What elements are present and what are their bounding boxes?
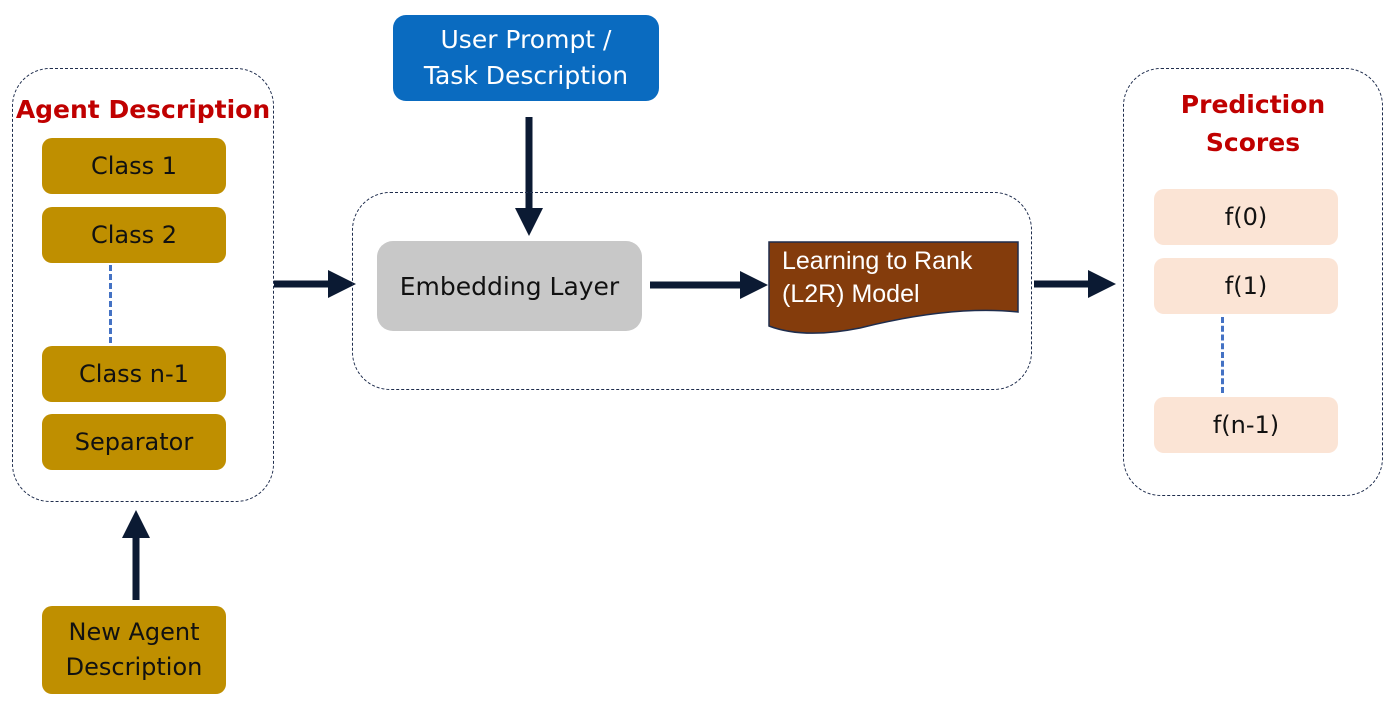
l2r-line1: Learning to Rank [782,247,973,275]
prediction-scores-group [1123,68,1383,496]
l2r-model-shape [768,241,1019,334]
new-agent-description-box: New Agent Description [42,606,226,694]
model-group [352,192,1032,390]
prediction-title-line1: Prediction [1180,90,1326,119]
user-prompt-box: User Prompt / Task Description [393,15,659,101]
score-item: f(1) [1154,258,1338,314]
l2r-line2: (L2R) Model [782,279,920,308]
user-prompt-line1: User Prompt / [440,24,612,54]
user-prompt-line2: Task Description [423,61,629,90]
ellipsis-connector [1221,317,1224,393]
new-agent-line1: New Agent [68,618,200,647]
agent-description-title: Agent Description [15,95,271,124]
ellipsis-connector [109,265,112,343]
class-item: Class 1 [42,138,226,194]
class-item: Class n-1 [42,346,226,402]
new-agent-line2: Description [65,653,203,681]
score-item: f(n-1) [1154,397,1338,453]
prediction-scores-title: Prediction Scores [1123,86,1383,161]
class-item: Class 2 [42,207,226,263]
embedding-layer-box: Embedding Layer [377,241,642,331]
separator-item: Separator [42,414,226,470]
l2r-model-label: Learning to Rank (L2R) Model [782,245,972,310]
prediction-title-line2: Scores [1205,127,1301,157]
agent-description-group [12,68,274,502]
score-item: f(0) [1154,189,1338,245]
